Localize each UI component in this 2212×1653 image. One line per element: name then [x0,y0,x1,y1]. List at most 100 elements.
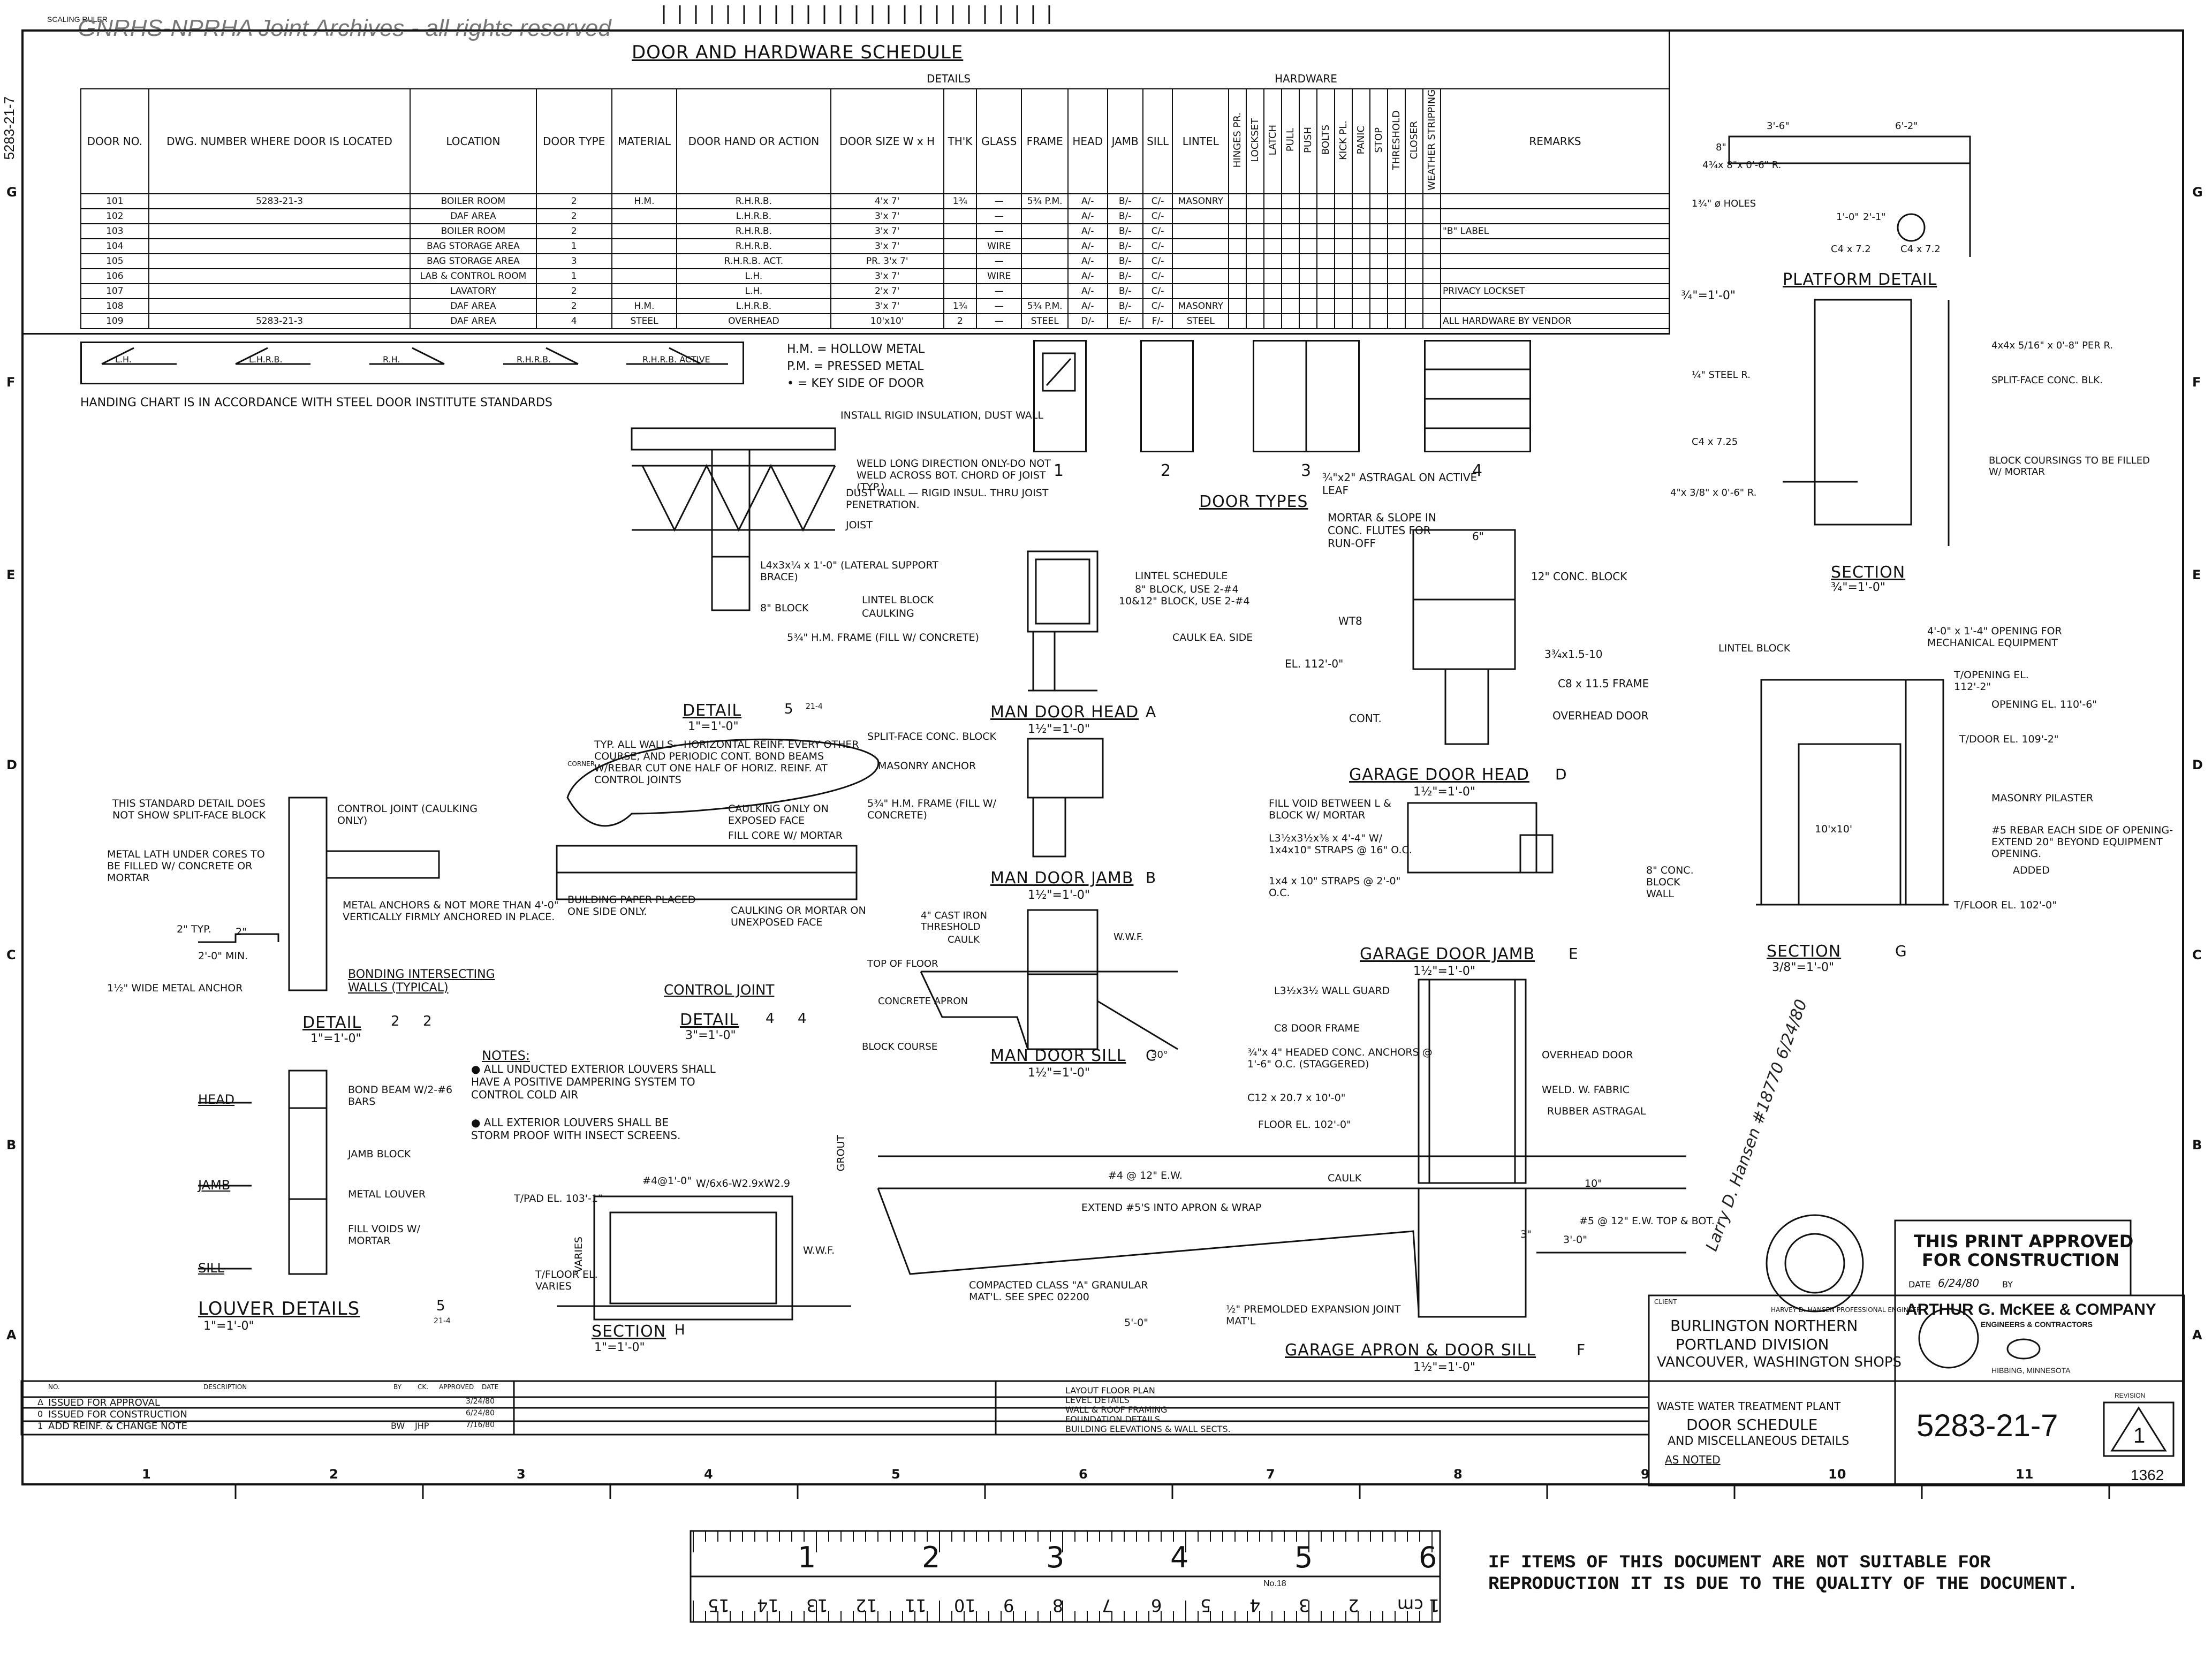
frame-number: 1362 [2131,1467,2164,1483]
hardware-cell [1299,208,1318,224]
hardware-cell [1246,253,1265,269]
rev-header-app: APPROVED [439,1383,474,1391]
hardware-cell [1281,268,1300,284]
louver-note-3: FILL VOIDS W/ MORTAR [348,1223,420,1247]
cell-jamb: B/- [1107,283,1143,299]
cell-sill: C/- [1142,223,1173,239]
hardware-cell [1299,283,1318,299]
cell-location: DAF AREA [410,208,537,224]
cell-glass: — [976,208,1022,224]
mdj-note-0: SPLIT-FACE CONC. BLOCK [867,731,996,742]
sh-note-2: W/6x6-W2.9xW2.9 [696,1178,790,1189]
hardware-cell [1246,238,1265,254]
cell-lintel [1172,268,1230,284]
hardware-cell [1299,268,1318,284]
man-door-head-tag: A [1146,703,1156,721]
platform-section-title: SECTION [1831,563,1906,582]
d5-note-0: TYP. ALL WALLS—HORIZONTAL REINF. EVERY O… [594,739,859,786]
garage-apron-title: GARAGE APRON & DOOR SILL [1285,1341,1536,1360]
sh-note-5: W.W.F. [803,1245,835,1256]
grid-row-F-right: F [2192,375,2201,390]
hardware-header-label: THRESHOLD [1390,110,1402,170]
drawing-title-2: AND MISCELLANEOUS DETAILS [1668,1435,1850,1448]
cell-frame [1021,268,1069,284]
gh-note-3: 3¾x1.5-10 [1544,648,1603,661]
cell-sill: F/- [1142,313,1173,329]
mdh-note-3: LINTEL BLOCK [862,594,934,606]
ls-note-9: 10'x10' [1815,823,1853,835]
client-line-1: BURLINGTON NORTHERN [1670,1317,1858,1334]
hardware-cell [1369,283,1388,299]
ls-note-3: OPENING EL. 110'-6" [1991,699,2097,710]
cell-head: A/- [1067,268,1108,284]
hardware-header-label: HINGES PR. [1232,112,1244,168]
louver-scale: 1"=1'-0" [203,1320,254,1333]
cell-hand: R.H.R.B. [676,193,831,209]
cell-remarks [1440,193,1670,209]
cell-size: 3'x 7' [830,223,944,239]
garage-head-title: GARAGE DOOR HEAD [1349,765,1529,784]
hardware-cell [1404,253,1423,269]
rev-header-by: BY [393,1383,402,1391]
cell-jamb: B/- [1107,268,1143,284]
hardware-cell [1299,313,1318,329]
cell-lintel [1172,223,1230,239]
hardware-cell [1387,313,1406,329]
man-door-jamb-tag: B [1146,869,1156,886]
schedule-header-5: DOOR HAND OR ACTION [676,88,831,194]
hardware-cell [1281,193,1300,209]
hardware-cell [1263,283,1283,299]
cell-size: 10'x10' [830,313,944,329]
grid-col-10: 10 [1828,1467,1846,1482]
cell-type: 2 [535,298,612,314]
grid-col-7: 7 [1266,1467,1275,1482]
rev-date: 6/24/80 [466,1409,495,1417]
ruler-inch-2: 2 [922,1541,941,1574]
joist-note-4: L4x3x¼ x 1'-0" (LATERAL SUPPORT BRACE) [760,559,938,583]
hardware-cell [1246,208,1265,224]
gj-note-3: 8" CONC. BLOCK WALL [1646,865,1694,900]
hardware-cell [1263,193,1283,209]
hardware-cell [1299,193,1318,209]
hardware-header-4: PUSH [1299,88,1318,194]
cell-no: 108 [80,298,149,314]
mds-note-2: TOP OF FLOOR [867,958,938,969]
hardware-cell [1387,208,1406,224]
general-note-1: ● ALL UNDUCTED EXTERIOR LOUVERS SHALL HA… [471,1063,716,1101]
hardware-cell [1422,298,1442,314]
grid-row-E-right: E [2192,567,2201,582]
schedule-details-header: DETAILS [81,72,1229,89]
cell-dwg [148,283,411,299]
d2-note-4: 2" TYP. [177,923,211,935]
d2-note-2: METAL LATH UNDER CORES TO BE FILLED W/ C… [107,848,265,884]
lintel-section-scale: 3/8"=1'-0" [1772,961,1835,974]
ruler-cm-9: 10 [954,1595,976,1616]
general-notes-title: NOTES: [482,1048,530,1063]
grid-row-A-left: A [6,1328,17,1343]
hardware-header-label: PULL [1285,128,1297,152]
rev-ck: JHP [415,1421,429,1431]
sh-note-4: T/FLOOR EL. VARIES [535,1269,598,1292]
hardware-cell [1228,208,1247,224]
ref-drawing-4: BUILDING ELEVATIONS & WALL SECTS. [1065,1424,1231,1434]
company-city: HIBBING, MINNESOTA [1991,1366,2071,1375]
mdh-note-6: CAULK EA. SIDE [1172,632,1253,643]
approval-date: 6/24/80 [1938,1277,1980,1290]
client-line-3: VANCOUVER, WASHINGTON SHOPS [1657,1354,1902,1370]
hardware-cell [1352,208,1371,224]
astragal-note: ¾"x2" ASTRAGAL ON ACTIVE LEAF [1322,471,1478,497]
revision-label: REVISION [2115,1392,2146,1399]
mds-note-5: W.W.F. [1113,931,1144,943]
cell-head: D/- [1067,313,1108,329]
hardware-cell [1352,193,1371,209]
cell-hand: OVERHEAD [676,313,831,329]
hardware-cell [1352,238,1371,254]
drawing-number: 5283-21-7 [1916,1408,2058,1443]
cell-hand: L.H.R.B. [676,208,831,224]
ruler-inch-4: 4 [1170,1541,1189,1574]
ga-note-11: #5 @ 12" E.W. TOP & BOT. [1579,1215,1715,1227]
